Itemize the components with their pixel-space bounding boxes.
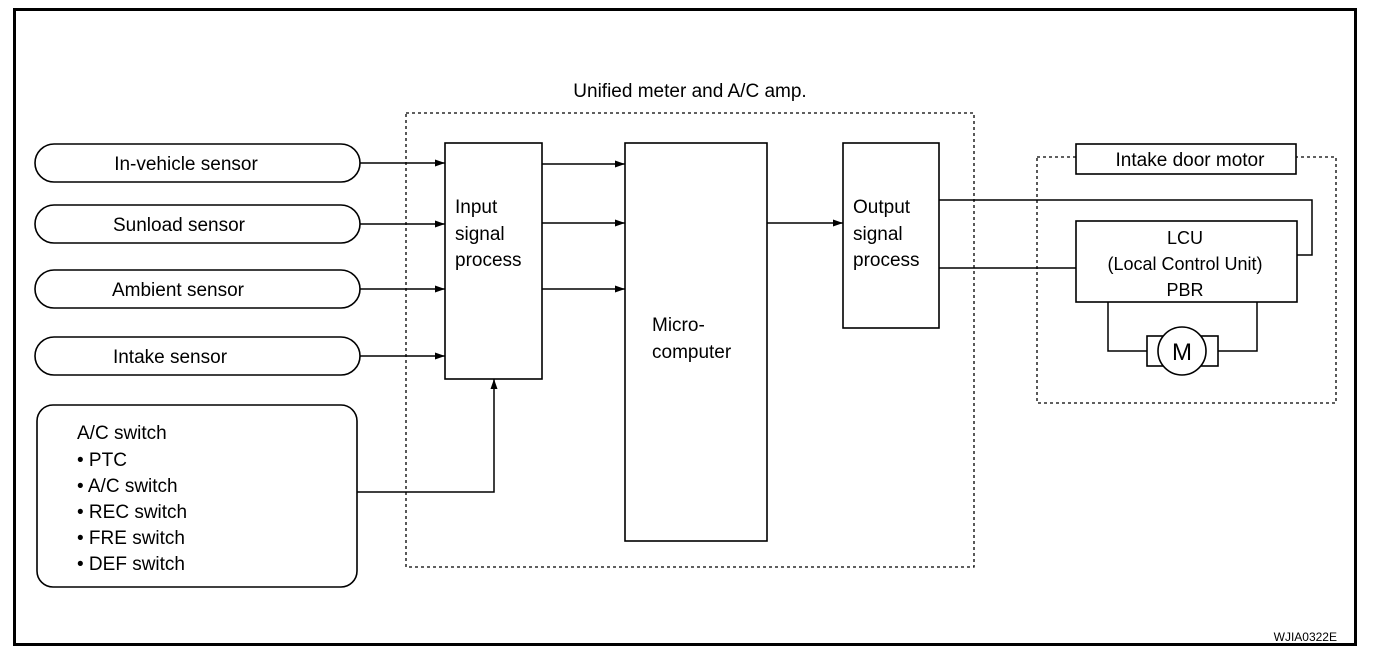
ac-switch-title: A/C switch xyxy=(77,423,167,444)
sensor-label: Ambient sensor xyxy=(112,280,245,301)
motor-circle-icon xyxy=(1157,326,1207,376)
sensor-intake: Intake sensor xyxy=(34,336,361,376)
motor-symbol: M xyxy=(1107,302,1258,376)
sensor-label: Intake sensor xyxy=(113,347,228,368)
switch-item: • REC switch xyxy=(77,502,187,523)
block-line: signal xyxy=(455,224,505,245)
diagram-frame xyxy=(13,8,1357,646)
figure-code: WJIA0322E xyxy=(1274,630,1337,644)
block-line: Output xyxy=(853,197,911,218)
sensor-label: In-vehicle sensor xyxy=(114,154,258,175)
switch-item: • A/C switch xyxy=(77,476,178,497)
ac-switch-panel: A/C switch • PTC • A/C switch • REC swit… xyxy=(36,404,358,588)
motor-lead xyxy=(1107,302,1147,352)
microcomputer-block: Micro- computer xyxy=(624,142,768,542)
block-line: Input xyxy=(455,197,498,218)
sensor-sunload: Sunload sensor xyxy=(34,204,361,244)
lcu-block: LCU (Local Control Unit) PBR xyxy=(1075,220,1298,303)
input-signal-process-block: Input signal process xyxy=(444,142,543,380)
block-line: process xyxy=(853,250,920,271)
motor-symbol-letter: M xyxy=(1172,339,1192,366)
block-line: signal xyxy=(853,224,903,245)
output-signal-process-block: Output signal process xyxy=(842,142,940,329)
switch-signal-arrow xyxy=(357,379,498,493)
amp-group-title: Unified meter and A/C amp. xyxy=(573,81,806,102)
switch-item: • FRE switch xyxy=(77,528,185,549)
block-line: computer xyxy=(652,342,732,363)
motor-group-boundary xyxy=(1036,156,1337,404)
lcu-line: LCU xyxy=(1167,228,1203,248)
output-wire-upper xyxy=(939,199,1313,256)
motor-group-title: Intake door motor xyxy=(1116,150,1266,171)
sensor-in-vehicle: In-vehicle sensor xyxy=(34,143,361,183)
block-line: Micro- xyxy=(652,315,705,336)
sensor-label: Sunload sensor xyxy=(113,215,246,236)
switch-item: • PTC xyxy=(77,450,127,471)
sensor-ambient: Ambient sensor xyxy=(34,269,361,309)
motor-lead xyxy=(1218,302,1258,352)
block-line: process xyxy=(455,250,522,271)
lcu-line: (Local Control Unit) xyxy=(1107,254,1262,274)
lcu-line: PBR xyxy=(1166,280,1203,300)
switch-item: • DEF switch xyxy=(77,554,185,575)
intake-door-motor-label-box: Intake door motor xyxy=(1075,143,1297,175)
amp-group-boundary xyxy=(405,112,975,568)
